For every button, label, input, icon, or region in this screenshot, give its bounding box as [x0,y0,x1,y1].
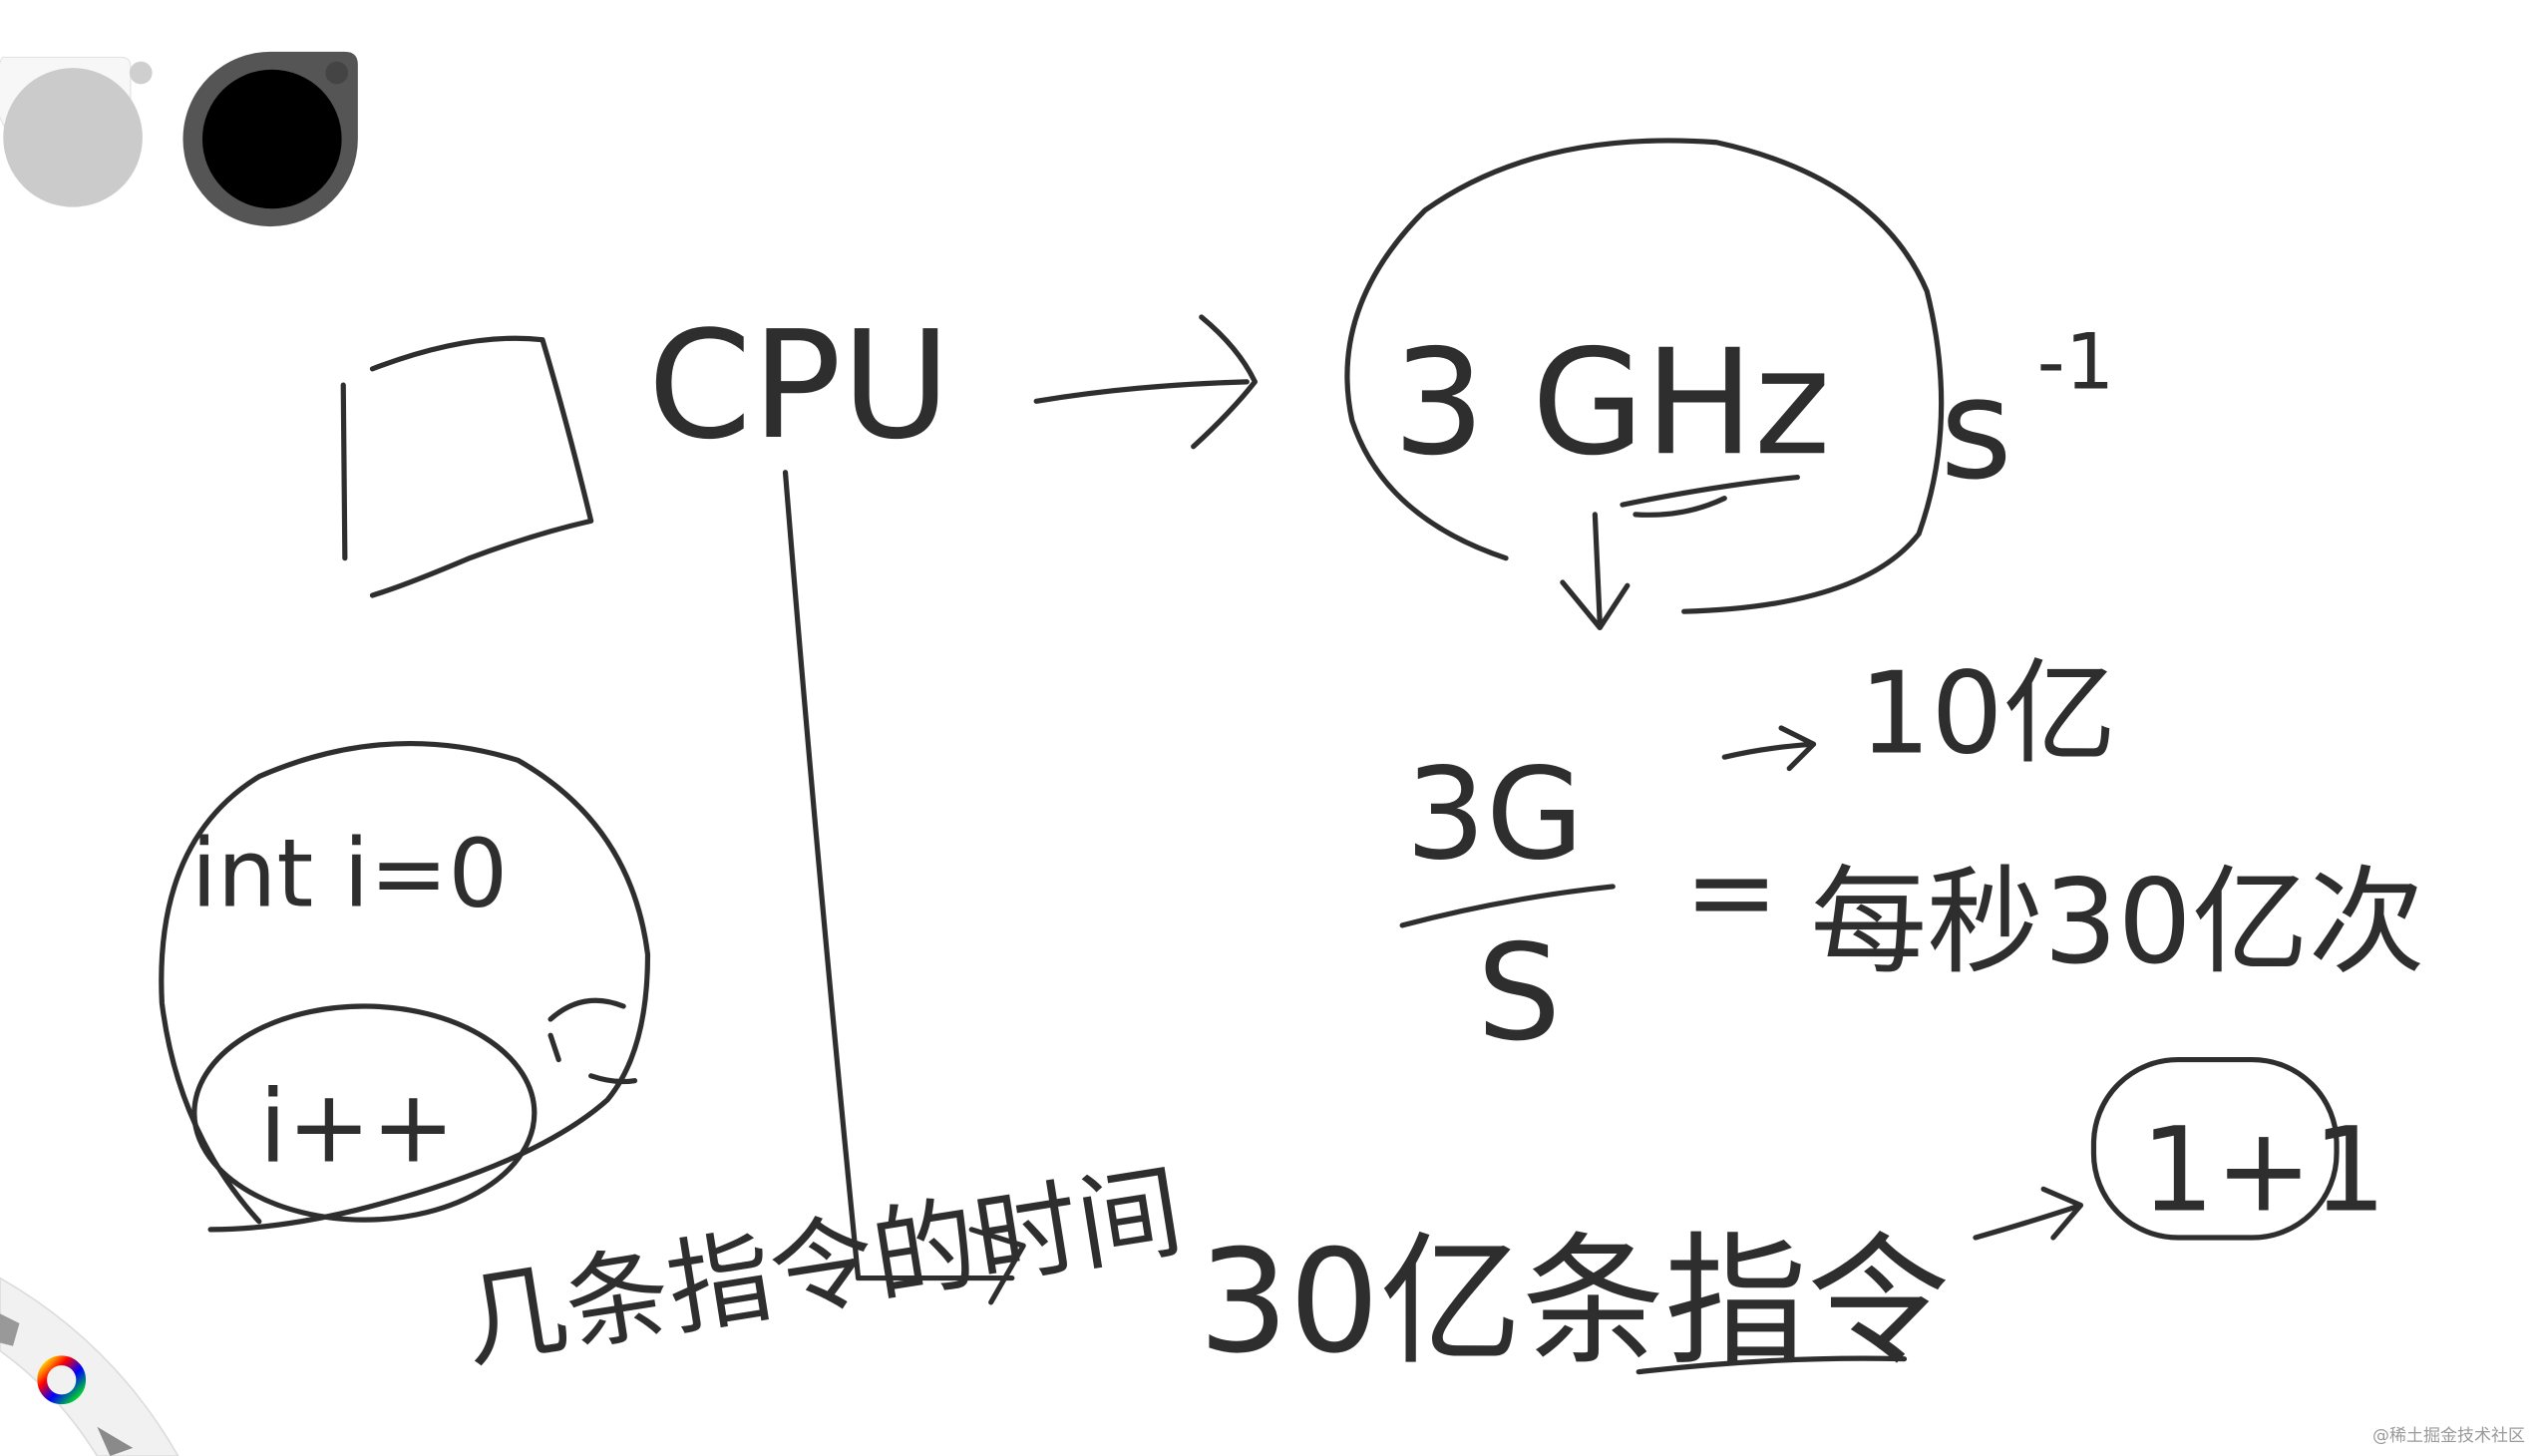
black-swatch [201,69,342,209]
circle-sketch [1344,138,1945,614]
arrow-icon [1033,314,1258,450]
down-arrow-icon [1560,512,1631,631]
one-plus-one-label: 1+1 [2141,1102,2387,1238]
radial-tool-menu [0,1276,180,1456]
frequency-label: 3 GHz [1392,318,1830,488]
unit-label: s [1940,348,2012,511]
code-inc-label: i++ [259,1069,456,1186]
arrow-icon [1721,725,1817,772]
ten-yi-label: 10亿 [1859,647,2116,779]
loop-mark [547,997,638,1085]
per-second-label: 每秒30亿次 [1810,855,2424,990]
unit-exponent: -1 [2037,317,2115,407]
result-circle-sketch [2090,1056,2340,1241]
underline [1635,1355,1908,1375]
fraction-bar [1399,884,1616,928]
inner-circle-sketch [191,1003,538,1223]
cpu-label: CPU [647,299,950,473]
code-blob-sketch [159,740,651,1233]
few-instructions-label: 几条指令的时间 [455,1152,1190,1383]
color-wheel-icon[interactable] [37,1355,87,1405]
fraction-denominator: S [1477,916,1562,1071]
color-swatch-black[interactable] [182,51,358,227]
pointer-icon[interactable] [97,1426,134,1456]
equals-sign: = [1684,826,1779,957]
connector-line [782,470,1026,1305]
watermark: @稀土掘金技术社区 [2372,1426,2525,1446]
light-gray-swatch [3,68,143,207]
eraser-icon[interactable] [0,1313,20,1346]
code-init-label: int i=0 [191,820,509,928]
fraction-numerator: 3G [1405,740,1584,888]
cpu-chip-sketch [340,335,594,598]
color-swatch-light-gray[interactable] [0,56,153,207]
underline [1620,474,1800,518]
arrow-icon [1973,1186,2084,1241]
